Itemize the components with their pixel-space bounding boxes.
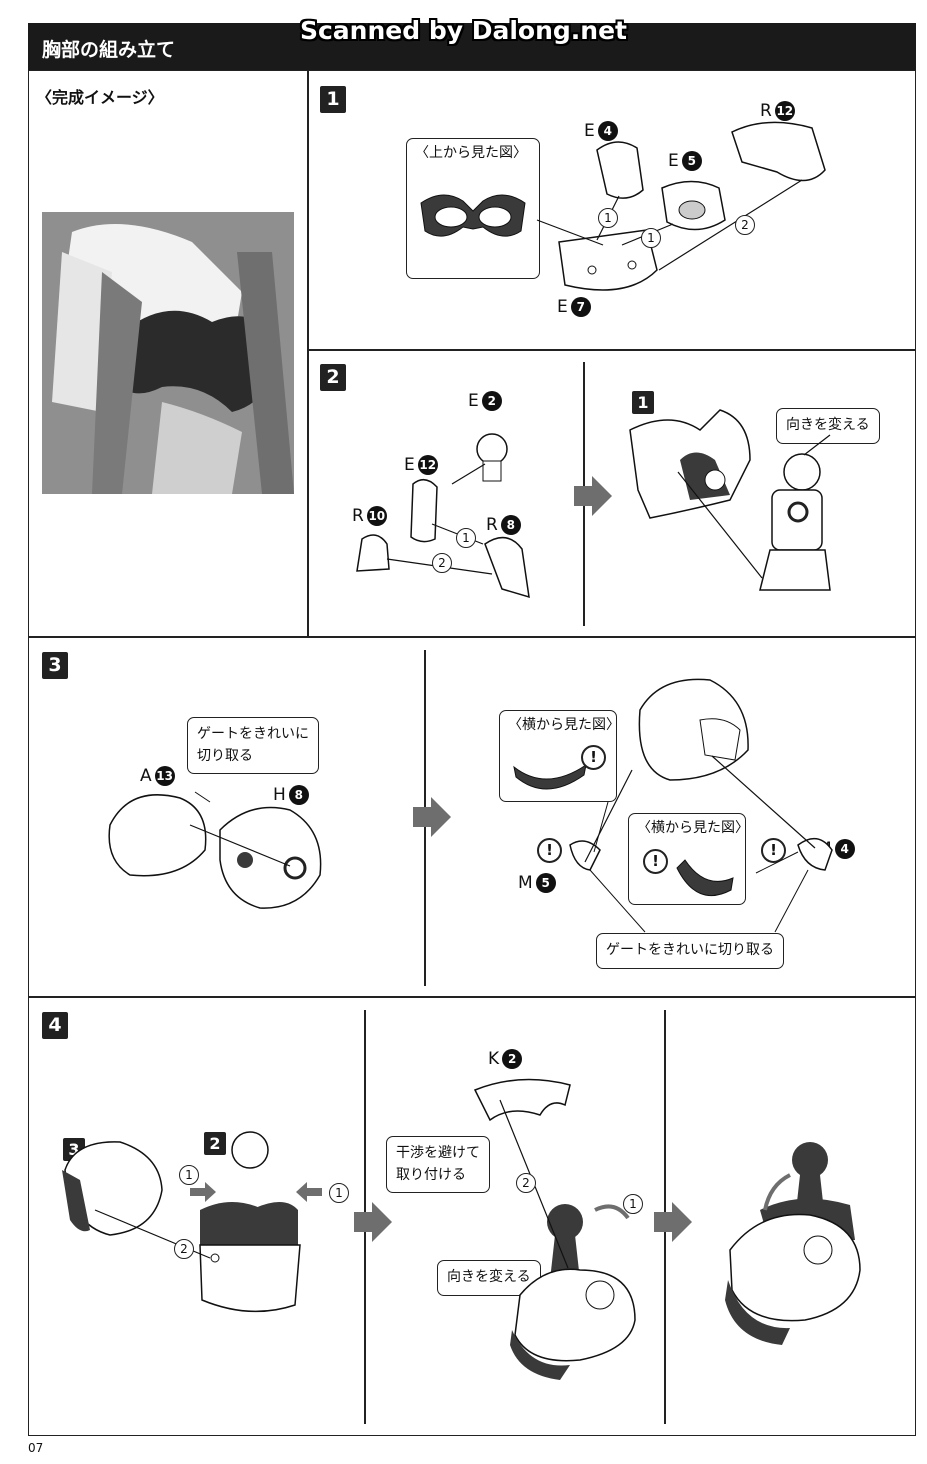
- step4-interference-note: 干渉を避けて 取り付ける: [386, 1136, 490, 1194]
- step2-order-a: 1: [456, 528, 476, 548]
- step2-right-drawing: [629, 409, 831, 591]
- side-view-label-b: 〈横から見た図〉: [637, 820, 749, 836]
- page-number: 07: [28, 1441, 44, 1455]
- step4-next-arrow-a: [354, 1202, 392, 1242]
- step2-left-drawing: [356, 433, 530, 599]
- side-view-drawing-a: [513, 763, 587, 790]
- step4-order-b: 1: [329, 1183, 349, 1203]
- step4-orient-note: 向きを変える: [437, 1260, 541, 1296]
- step2-panel: [307, 349, 916, 638]
- step3-panel: [28, 636, 916, 998]
- step1-order-a: 1: [598, 208, 618, 228]
- step1-order-b: 1: [641, 228, 661, 248]
- preview-photo: [42, 212, 294, 494]
- preview-panel: [28, 70, 309, 638]
- step4-order-a: 1: [179, 1165, 199, 1185]
- step4-middle-drawing: [473, 1078, 636, 1380]
- step3-gate-note: ゲートをきれいに 切り取る: [187, 717, 319, 775]
- step2-next-arrow: [574, 476, 612, 516]
- step4-order-c: 2: [174, 1239, 194, 1259]
- warning-icon-a: !: [581, 745, 606, 770]
- preview-photo-art: [42, 212, 294, 494]
- top-view-label: 〈上から見た図〉: [415, 145, 527, 161]
- step3-right-drawing: [569, 678, 833, 933]
- top-view-box: 〈上から見た図〉: [406, 138, 540, 279]
- step1-order-d: 2: [735, 215, 755, 235]
- section-header: 胸部の組み立て: [28, 23, 916, 71]
- step4-left-drawing: [62, 1131, 322, 1313]
- side-view-drawing-b: [676, 859, 734, 897]
- step3-next-arrow: [413, 797, 451, 837]
- step4-next-arrow-b: [654, 1202, 692, 1242]
- preview-caption: 〈完成イメージ〉: [36, 88, 164, 107]
- step4-order-e: 1: [623, 1194, 643, 1214]
- step4-right-drawing: [725, 1142, 861, 1345]
- step2-sub-badge: 1: [632, 391, 654, 414]
- side-view-label-a: 〈横から見た図〉: [508, 717, 620, 733]
- step1-drawing: [536, 121, 826, 291]
- step2-orient-note: 向きを変える: [776, 408, 880, 444]
- scan-watermark: Scanned by Dalong.net: [299, 16, 627, 45]
- step1-panel: [307, 70, 916, 351]
- step1-badge: 1: [320, 86, 346, 113]
- step2-order-b: 2: [432, 553, 452, 573]
- step3-badge: 3: [42, 652, 68, 679]
- step4-sub-badge-2: 2: [204, 1132, 226, 1155]
- step3-gate-note-2: ゲートをきれいに切り取る: [596, 933, 784, 969]
- warning-icon-c: !: [537, 838, 562, 863]
- step4-panel: [28, 996, 916, 1436]
- top-view-drawing: [420, 194, 526, 237]
- step3-left-drawing: [108, 791, 322, 909]
- step4-order-d: 2: [516, 1173, 536, 1193]
- warning-icon-b: !: [643, 849, 668, 874]
- step4-badge: 4: [42, 1012, 68, 1039]
- section-title: 胸部の組み立て: [42, 39, 176, 61]
- warning-icon-d: !: [761, 838, 786, 863]
- step2-badge: 2: [320, 364, 346, 391]
- side-view-box-b: 〈横から見た図〉: [628, 813, 749, 905]
